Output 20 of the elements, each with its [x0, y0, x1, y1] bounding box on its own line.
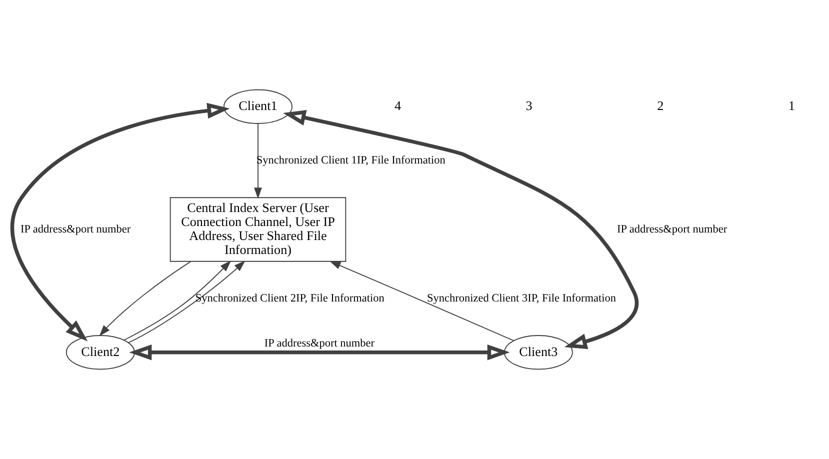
node-box: Central Index Server (User Connection Channel, User IP Address, User Shared File Information) [170, 197, 346, 262]
node-ellipse: Client2 [66, 335, 135, 370]
node-ellipse: Client1 [224, 89, 292, 124]
edge-label: IP address&port number [616, 223, 728, 236]
edge-label: IP address&port number [20, 223, 131, 236]
arrow [128, 260, 246, 344]
arrow [124, 260, 232, 340]
edge-label: Synchronized Client 3IP, File Information [427, 292, 616, 304]
edge-label: IP address&port number [264, 337, 375, 350]
arrow [99, 260, 192, 336]
label: 2 [657, 98, 664, 114]
arrow [329, 260, 514, 342]
arrow [254, 123, 262, 199]
label: 3 [526, 98, 532, 114]
arrow [129, 344, 510, 360]
label: 1 [788, 98, 795, 114]
label: 4 [394, 98, 402, 114]
arrow [283, 110, 638, 350]
node-ellipse: Client3 [504, 335, 573, 370]
arrow [10, 102, 230, 342]
